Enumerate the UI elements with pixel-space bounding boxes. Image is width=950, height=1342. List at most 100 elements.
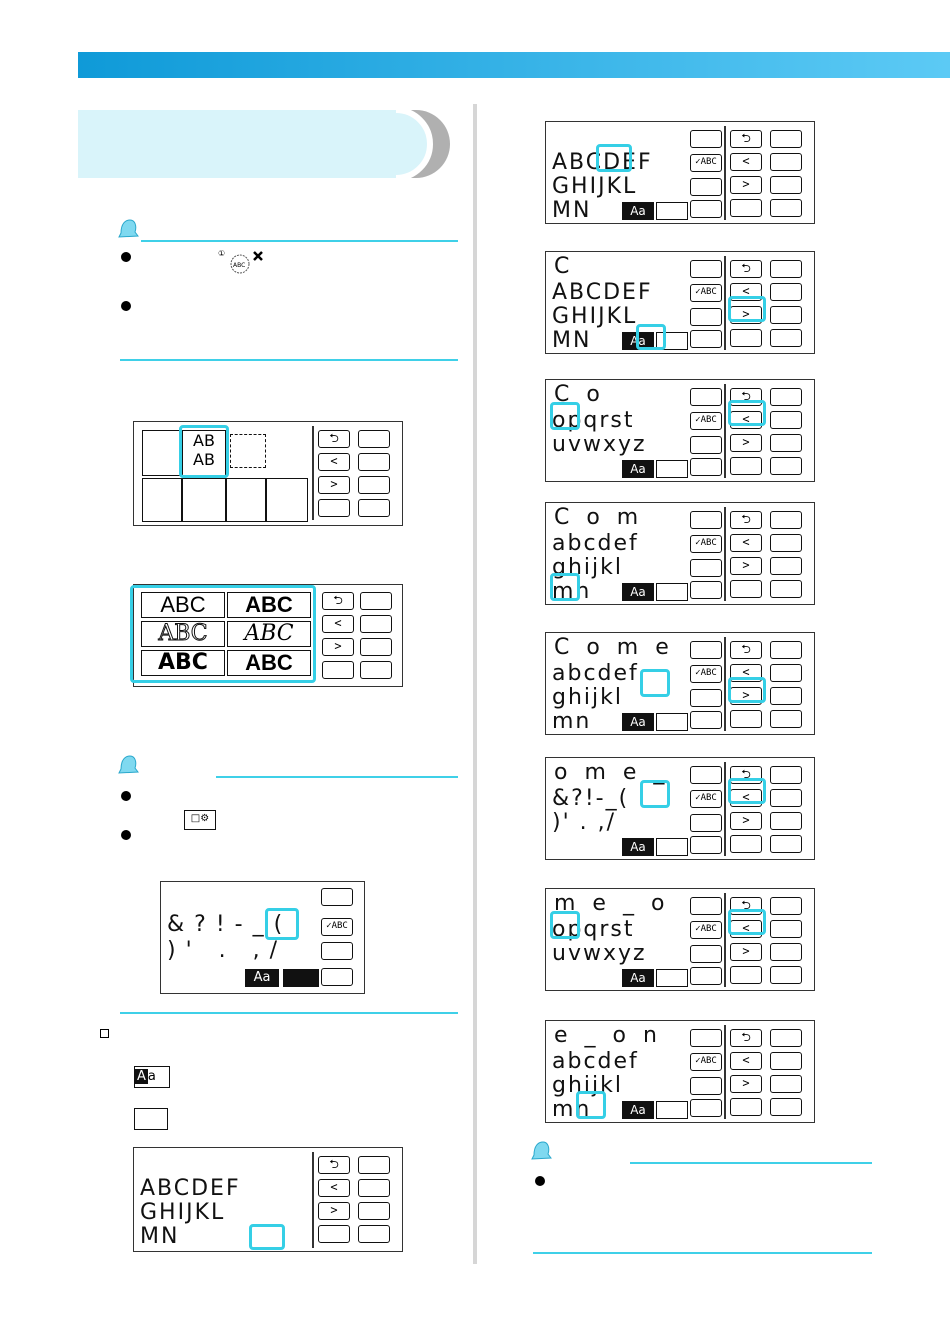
help-button[interactable] [770, 920, 802, 938]
keyboard-button[interactable] [690, 766, 722, 784]
back-button[interactable]: ⮌ [318, 1156, 350, 1174]
case-toggle[interactable]: Aa [622, 838, 654, 856]
mode-toggle[interactable] [656, 838, 688, 856]
symbol-row2[interactable]: )' . ,/ [167, 938, 288, 963]
edit-button[interactable] [770, 835, 802, 853]
back-button[interactable]: ⮌ [730, 260, 762, 278]
font-option-3[interactable]: ABC [141, 621, 225, 647]
doc-button[interactable] [770, 943, 802, 961]
prev-button[interactable]: < [730, 534, 762, 552]
help-button[interactable] [770, 283, 802, 301]
spacing-button[interactable] [321, 942, 353, 960]
back-button[interactable]: ⮌ [730, 1029, 762, 1047]
case-toggle[interactable]: Aa [622, 202, 654, 220]
doc-button[interactable] [770, 557, 802, 575]
char-row1[interactable]: ABCDEF [140, 1176, 241, 1201]
edit-button[interactable] [770, 966, 802, 984]
prev-button[interactable]: < [730, 153, 762, 171]
spacing-button[interactable] [690, 436, 722, 454]
save-button[interactable] [318, 499, 350, 517]
save-button[interactable] [318, 1225, 350, 1243]
edit-button[interactable] [360, 661, 392, 679]
next-button[interactable]: > [730, 812, 762, 830]
mode-toggle[interactable] [656, 460, 688, 478]
check-button[interactable]: ✓ABC [321, 918, 353, 936]
doc-button[interactable] [770, 1075, 802, 1093]
font-option-4[interactable]: ABC [227, 621, 311, 647]
help-button[interactable] [770, 1052, 802, 1070]
settings-button[interactable] [770, 897, 802, 915]
settings-button[interactable] [770, 1029, 802, 1047]
char-row2[interactable]: ghijkl [552, 685, 623, 710]
next-button[interactable]: > [730, 943, 762, 961]
keyboard-button[interactable] [690, 1029, 722, 1047]
pc-icon[interactable] [266, 478, 308, 522]
symbol-row1[interactable]: &?!-_( [167, 912, 293, 937]
spacing-button[interactable] [690, 814, 722, 832]
char-row2[interactable]: )' . ,/ [552, 810, 617, 835]
move-button[interactable] [321, 968, 353, 986]
settings-button[interactable] [360, 592, 392, 610]
keyboard-button[interactable] [690, 641, 722, 659]
spacing-button[interactable] [690, 945, 722, 963]
edit-button[interactable] [770, 457, 802, 475]
move-button[interactable] [690, 967, 722, 985]
save-button[interactable] [730, 329, 762, 347]
next-button[interactable]: > [730, 434, 762, 452]
move-button[interactable] [690, 458, 722, 476]
mode-toggle[interactable] [656, 1101, 688, 1119]
edit-button[interactable] [770, 1098, 802, 1116]
case-toggle[interactable]: Aa [622, 583, 654, 601]
edit-button[interactable] [770, 199, 802, 217]
move-button[interactable] [690, 711, 722, 729]
char-row2[interactable]: uvwxyz [552, 941, 647, 966]
doc-button[interactable] [360, 638, 392, 656]
edit-button[interactable] [770, 580, 802, 598]
help-button[interactable] [360, 615, 392, 633]
help-button[interactable] [770, 153, 802, 171]
check-button[interactable]: ✓ABC [690, 921, 722, 939]
edit-button[interactable] [770, 710, 802, 728]
pocket-icon[interactable] [182, 478, 226, 522]
usb-icon[interactable] [226, 478, 266, 522]
spacing-button[interactable] [690, 689, 722, 707]
save-button[interactable] [730, 199, 762, 217]
edit-button[interactable] [770, 329, 802, 347]
mode-toggle[interactable] [656, 202, 688, 220]
edit-button[interactable] [358, 499, 390, 517]
char-row3[interactable]: MN [552, 198, 592, 223]
settings-button[interactable] [770, 388, 802, 406]
check-button[interactable]: ✓ABC [690, 154, 722, 172]
prev-button[interactable]: < [730, 1052, 762, 1070]
settings-button[interactable] [358, 1156, 390, 1174]
check-button[interactable]: ✓ABC [690, 665, 722, 683]
doc-button[interactable] [770, 687, 802, 705]
settings-button[interactable] [770, 130, 802, 148]
next-button[interactable]: > [730, 176, 762, 194]
move-button[interactable] [690, 836, 722, 854]
next-button[interactable]: > [730, 1075, 762, 1093]
back-button[interactable]: ⮌ [730, 641, 762, 659]
case-toggle[interactable]: Aa [622, 1101, 654, 1119]
help-button[interactable] [358, 1179, 390, 1197]
save-button[interactable] [730, 1098, 762, 1116]
frame-icon[interactable] [230, 434, 266, 468]
save-button[interactable] [730, 966, 762, 984]
case-toggle[interactable]: Aa [245, 969, 279, 987]
char-row2[interactable]: GHIJKL [552, 174, 638, 199]
keyboard-button[interactable] [690, 511, 722, 529]
mode-toggle[interactable] [656, 713, 688, 731]
char-row1[interactable]: abcdef [552, 531, 639, 556]
doc-button[interactable] [770, 306, 802, 324]
settings-button[interactable] [358, 430, 390, 448]
char-row1[interactable]: abcdef [552, 661, 639, 686]
case-toggle[interactable]: Aa [622, 969, 654, 987]
memory-icon[interactable] [142, 478, 182, 522]
save-button[interactable] [730, 457, 762, 475]
settings-button[interactable] [770, 766, 802, 784]
char-row3[interactable]: mn [552, 579, 592, 604]
char-row3[interactable]: mn [552, 709, 592, 734]
next-button[interactable]: > [318, 476, 350, 494]
move-button[interactable] [690, 581, 722, 599]
